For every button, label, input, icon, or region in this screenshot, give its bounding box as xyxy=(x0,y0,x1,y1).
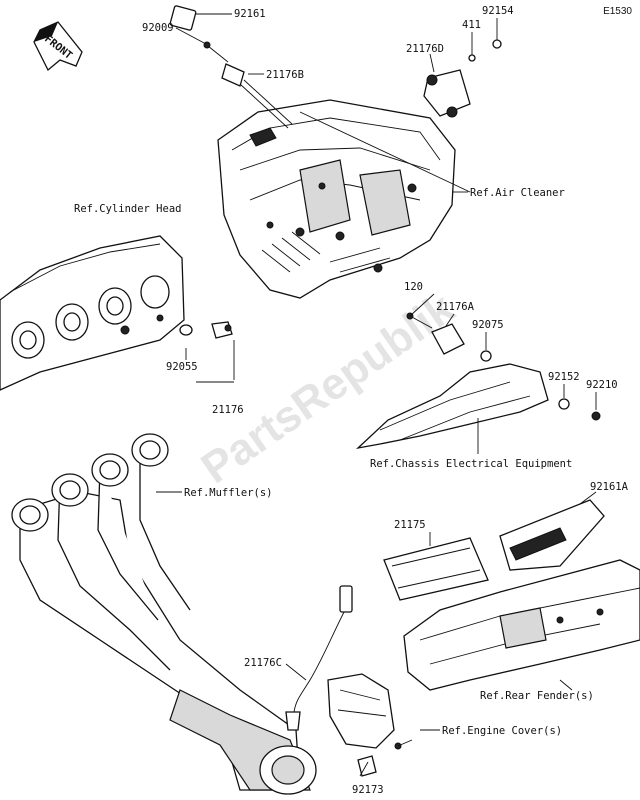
label-92173: 92173 xyxy=(352,784,384,796)
chassis-bracket xyxy=(355,312,601,450)
label-92009: 92009 xyxy=(142,22,174,34)
label-120: 120 xyxy=(404,281,423,293)
label-21176: 21176 xyxy=(212,404,244,416)
sensor-21176B xyxy=(169,5,293,129)
label-92210: 92210 xyxy=(586,379,618,391)
front-arrow-icon: FRONT xyxy=(33,21,83,72)
rear-fender xyxy=(403,559,640,691)
label-ref-chassis-electrical: Ref.Chassis Electrical Equipment xyxy=(370,458,572,470)
sensor-21176 xyxy=(179,321,233,339)
diagram-code: E1530 xyxy=(603,6,632,17)
label-92161: 92161 xyxy=(234,8,266,20)
label-92154: 92154 xyxy=(482,5,514,17)
label-ref-air-cleaner: Ref.Air Cleaner xyxy=(470,187,565,199)
label-ref-rear-fender: Ref.Rear Fender(s) xyxy=(480,690,594,702)
label-92161A: 92161A xyxy=(590,481,629,493)
exhaust-headers xyxy=(11,433,317,795)
label-21176A: 21176A xyxy=(436,301,475,313)
air-cleaner-housing xyxy=(217,99,456,299)
sensor-21176D xyxy=(423,39,502,118)
label-ref-engine-cover: Ref.Engine Cover(s) xyxy=(442,725,562,737)
label-ref-muffler: Ref.Muffler(s) xyxy=(184,487,273,499)
sensor-21176C xyxy=(285,585,353,731)
label-411: 411 xyxy=(462,19,481,31)
leader-lines xyxy=(156,13,597,777)
label-21176C: 21176C xyxy=(244,657,282,669)
ecu-cover-92161A xyxy=(499,499,605,571)
label-ref-cylinder-head: Ref.Cylinder Head xyxy=(74,203,181,215)
label-21176B: 21176B xyxy=(266,69,304,81)
label-21175: 21175 xyxy=(394,519,426,531)
ecu-21175 xyxy=(383,537,489,601)
engine-cover xyxy=(327,673,413,777)
label-92055: 92055 xyxy=(166,361,198,373)
cylinder-head xyxy=(0,235,185,391)
label-21176D: 21176D xyxy=(406,43,444,55)
label-92075: 92075 xyxy=(472,319,504,331)
label-92152: 92152 xyxy=(548,371,580,383)
